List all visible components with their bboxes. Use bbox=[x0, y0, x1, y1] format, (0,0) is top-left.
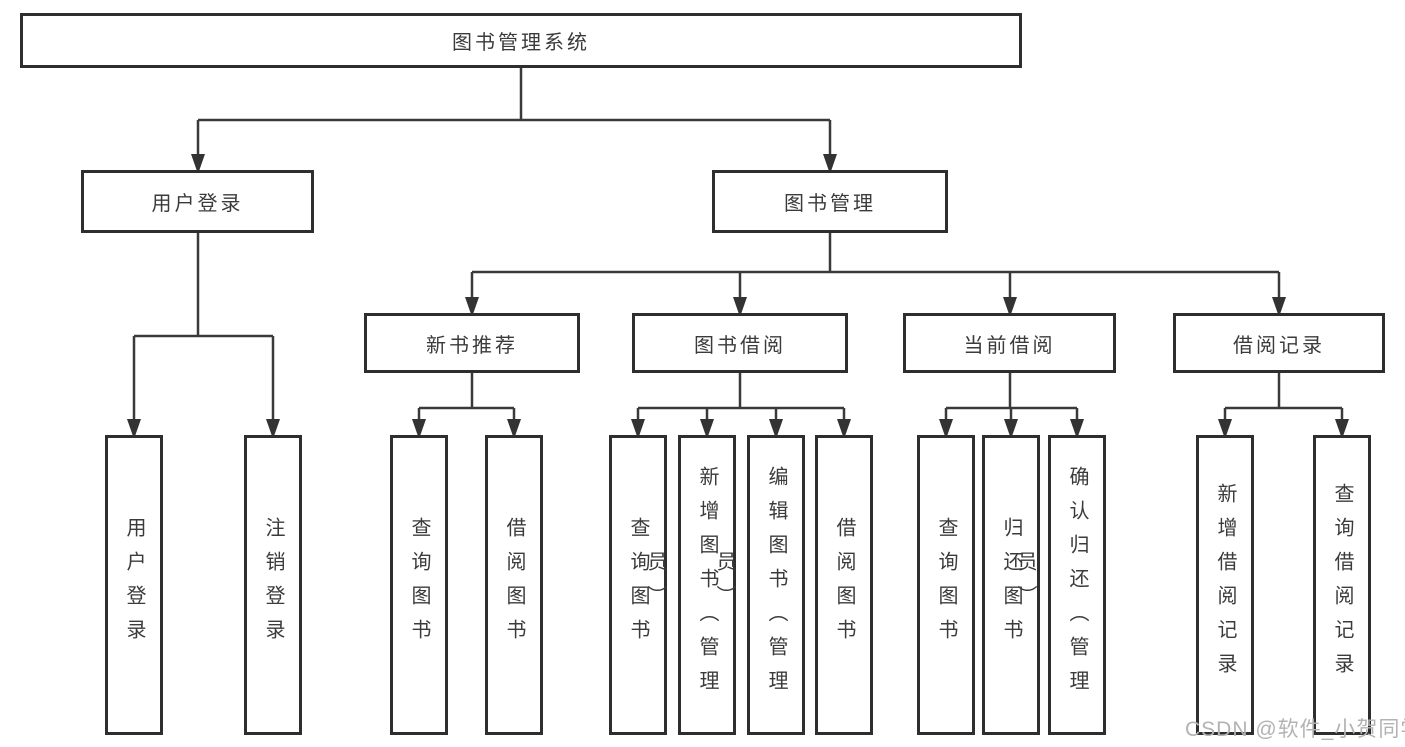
leaf-add-borrow-record: 新增借阅记录 bbox=[1196, 435, 1254, 735]
leaf-return-books: 归还图书 bbox=[982, 435, 1040, 735]
node-book-management: 图书管理 bbox=[712, 170, 948, 233]
node-root: 图书管理系统 bbox=[20, 13, 1022, 68]
leaf-confirm-return-admin: 确认归还（管理员） bbox=[1014, 435, 1106, 735]
node-user-login: 用户登录 bbox=[81, 170, 314, 233]
node-new-book-recommend: 新书推荐 bbox=[364, 313, 580, 373]
leaf-query-books-2: 查询图书 bbox=[609, 435, 667, 735]
leaf-query-books-3: 查询图书 bbox=[917, 435, 975, 735]
node-book-borrow: 图书借阅 bbox=[632, 313, 848, 373]
node-borrow-records: 借阅记录 bbox=[1173, 313, 1385, 373]
arrowheads bbox=[127, 154, 1349, 439]
leaf-edit-books-admin: 编辑图书（管理员） bbox=[713, 435, 805, 735]
connector-lines bbox=[132, 68, 1344, 433]
leaf-query-books-1: 查询图书 bbox=[390, 435, 448, 735]
leaf-logout: 注销登录 bbox=[244, 435, 302, 735]
leaf-borrow-books-1: 借阅图书 bbox=[485, 435, 543, 735]
node-current-borrow: 当前借阅 bbox=[903, 313, 1116, 373]
leaf-user-login: 用户登录 bbox=[105, 435, 163, 735]
leaf-borrow-books-2: 借阅图书 bbox=[815, 435, 873, 735]
csdn-watermark: CSDN @软件_小贺同学 bbox=[1185, 718, 1405, 741]
leaf-add-books-admin: 新增图书（管理员） bbox=[644, 435, 736, 735]
leaf-query-borrow-record: 查询借阅记录 bbox=[1313, 435, 1371, 735]
